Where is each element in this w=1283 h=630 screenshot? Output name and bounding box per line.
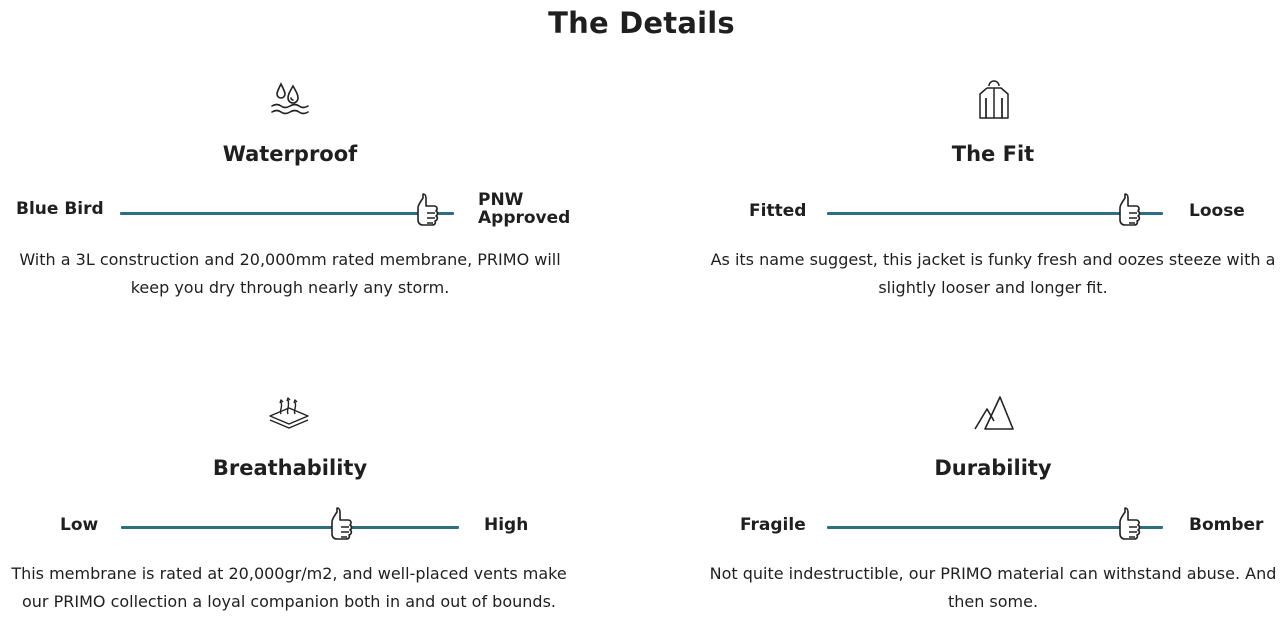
thumbs-up-icon [330,507,352,540]
scale-track [120,212,454,215]
scale-track [121,526,459,529]
thumbs-up-icon [417,193,439,226]
scale-max-label: Bomber [1189,515,1264,535]
thumbs-up-icon [1119,507,1141,540]
rating-scale: Fragile Bomber [703,504,1283,548]
page-title: The Details [548,6,735,40]
rating-scale: Blue Bird PNW Approved [0,190,580,234]
rating-scale: Low High [0,504,580,548]
card-description: As its name suggest, this jacket is funk… [710,250,1276,297]
scale-max-label: High [484,515,529,535]
card-title: Waterproof [222,142,358,166]
scale-min-label: Low [60,515,99,535]
thumbs-up-icon [1119,193,1141,226]
scale-max-label: Loose [1189,201,1245,221]
water-drops-icon [271,82,309,115]
scale-min-label: Fragile [740,515,806,535]
card-title: Durability [934,456,1052,480]
scale-min-label: Blue Bird [16,199,104,219]
breathable-layers-icon [269,397,309,429]
card-description: This membrane is rated at 20,000gr/m2, a… [11,564,567,611]
card-description: Not quite indestructible, our PRIMO mate… [709,564,1277,611]
rating-scale: Fitted Loose [703,190,1283,234]
scale-min-label: Fitted [749,201,807,221]
mountain-icon [974,396,1014,430]
card-description: With a 3L construction and 20,000mm rate… [19,250,561,297]
scale-max-label: PNW Approved [478,190,571,228]
scale-track [827,212,1163,215]
card-title: Breathability [212,456,368,480]
jacket-icon [979,80,1009,119]
card-title: The Fit [951,142,1035,166]
scale-track [827,526,1163,529]
